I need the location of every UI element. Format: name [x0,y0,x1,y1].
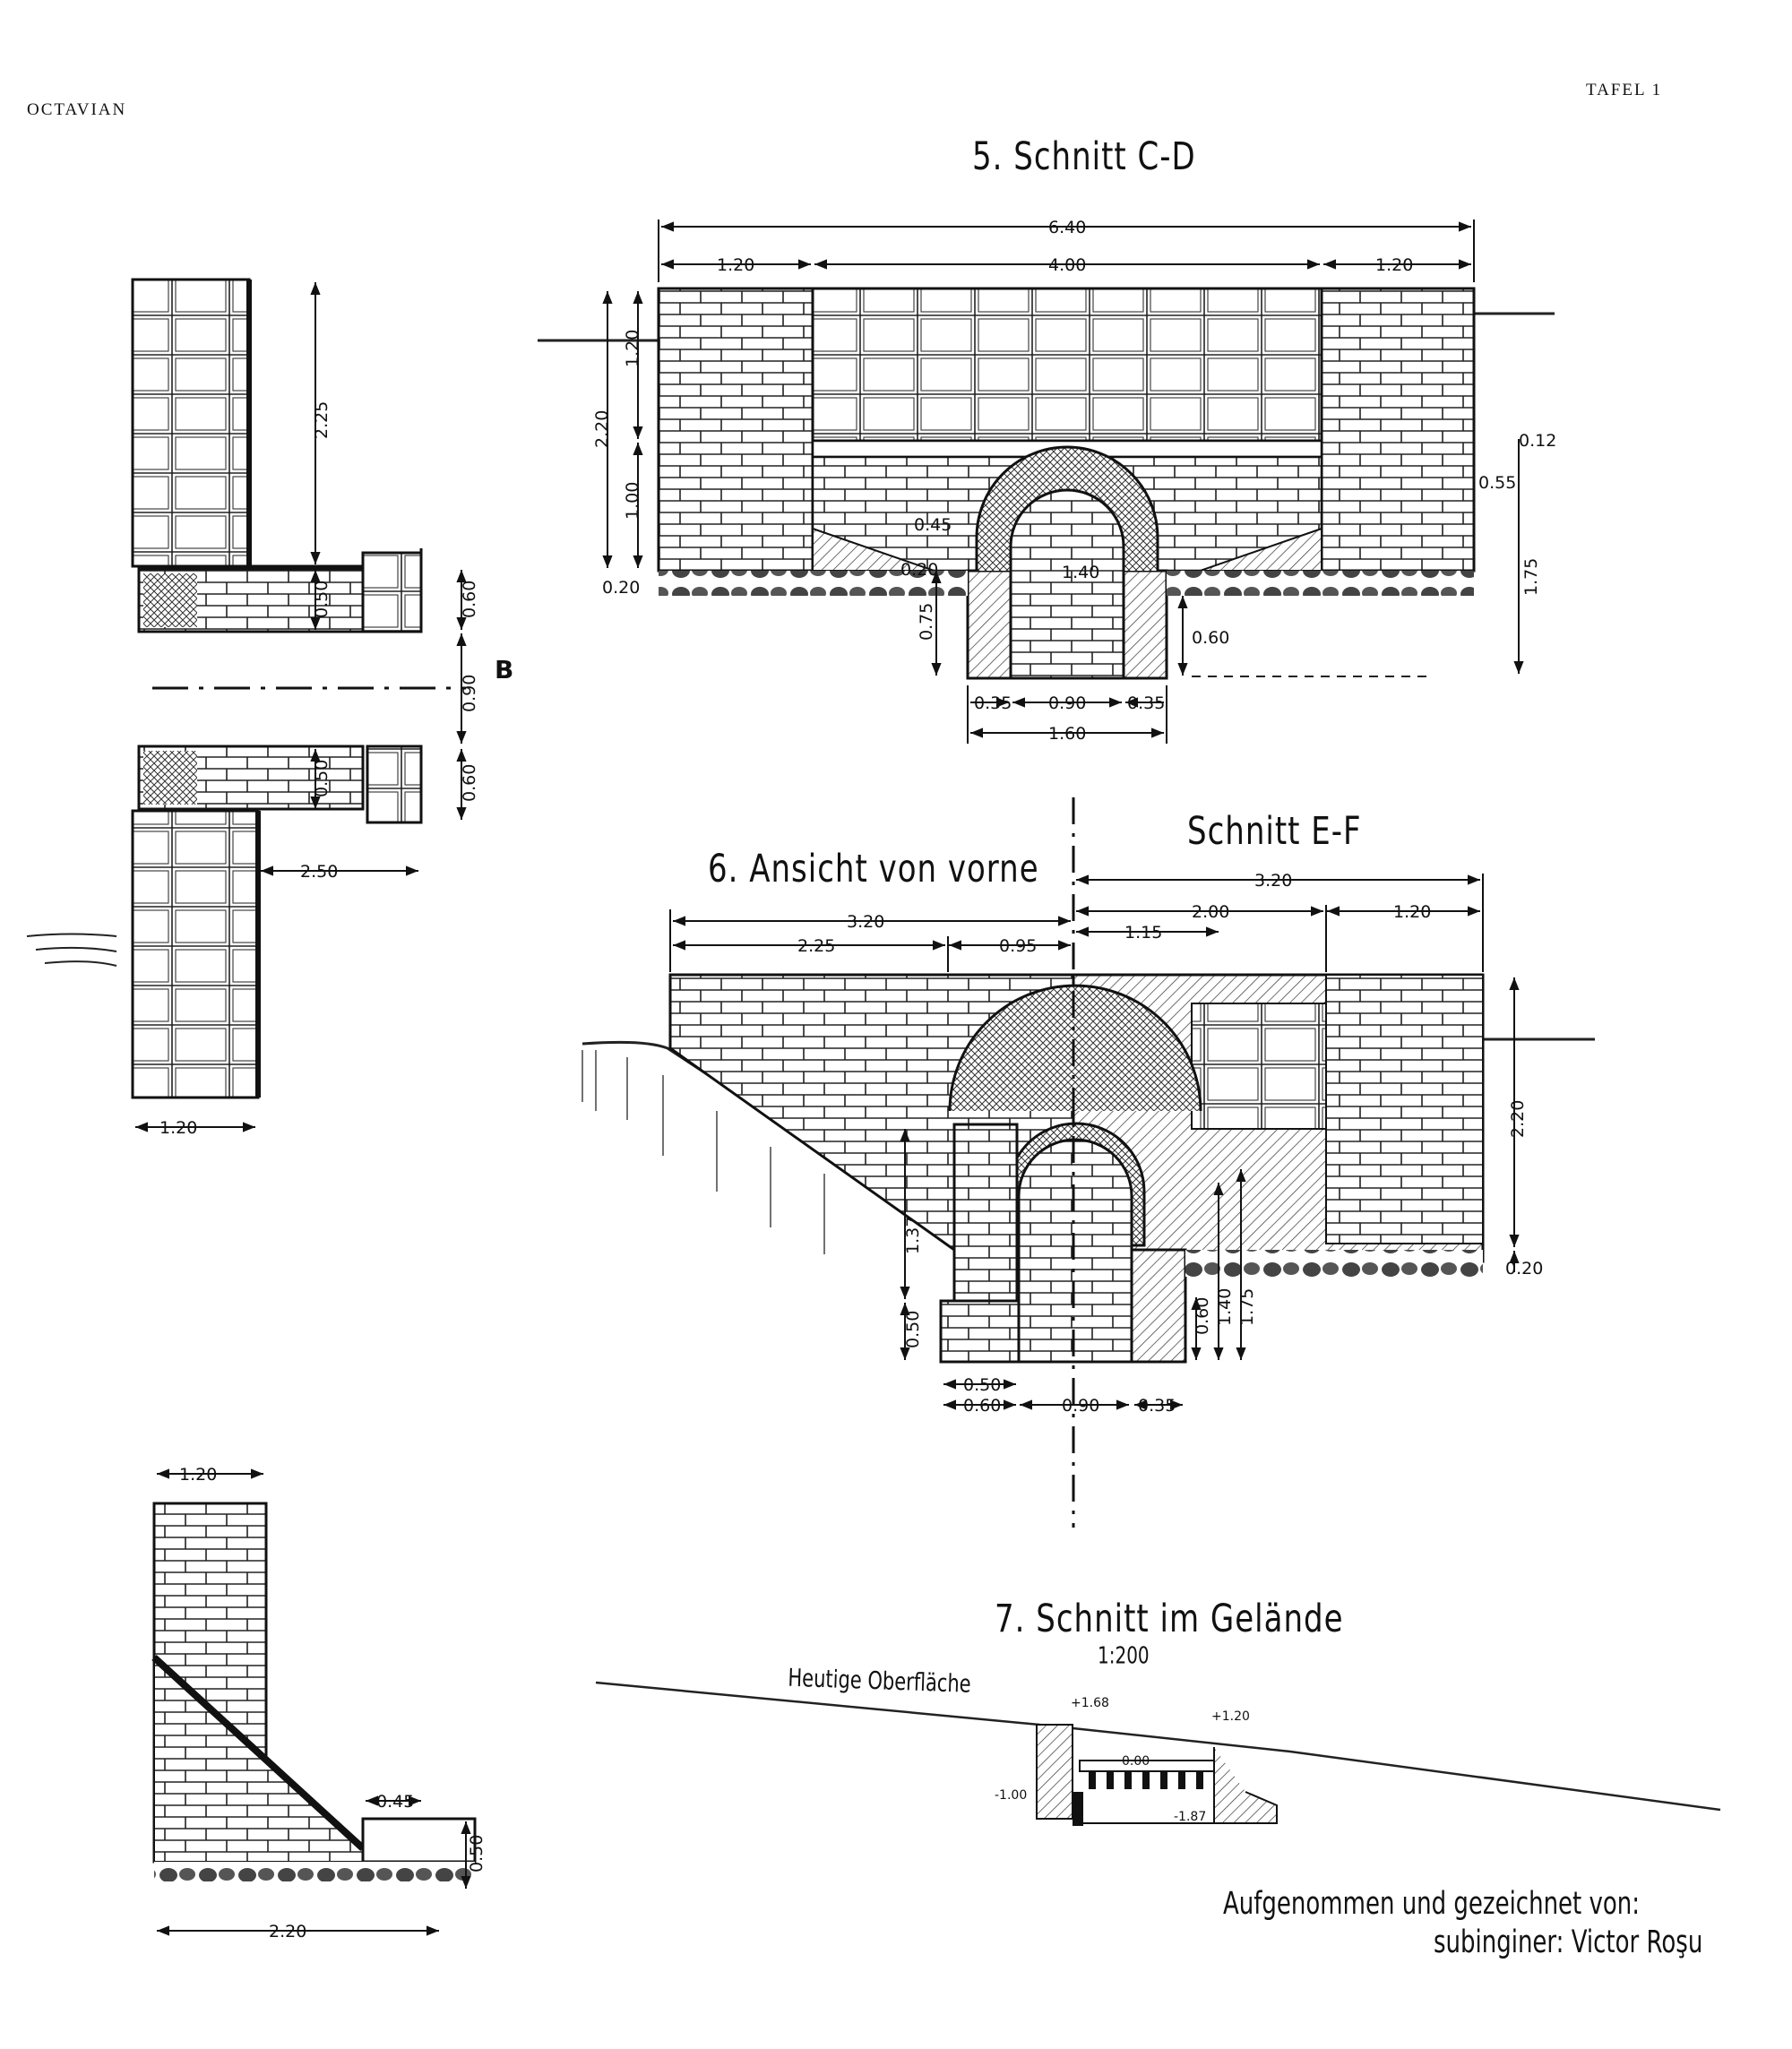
dim-plan-250: 2.50 [300,862,338,882]
section6-drawing: 3.20 2.25 0.95 3.20 2.00 1.20 1.15 2.20 … [582,797,1595,1528]
dim-6-right-c: 1.15 [1124,923,1162,943]
level-m187: -1.87 [1174,1810,1206,1824]
dim-5-ch-020: 0.20 [900,560,938,580]
dim-5-b-035b: 0.35 [1127,693,1165,713]
dim-ll-045: 0.45 [376,1792,414,1812]
dim-6-b-060: 0.60 [963,1396,1001,1416]
section6-cut-title: Schnitt E-F [1187,809,1362,854]
pier-left [657,287,814,573]
dim-plan-090: 0.90 [460,675,479,712]
dim-6-b-090: 0.90 [1062,1396,1099,1416]
dim-5-h-upper: 1.20 [623,330,642,367]
section7-title: 7. Schnitt im Gelände [995,1597,1344,1641]
dim-6-base-020: 0.20 [1505,1259,1543,1278]
dim-5-r-055: 0.55 [1478,473,1516,493]
dim-5-h-total: 2.20 [592,410,612,448]
dim-6-v-137: 1.37 [903,1217,923,1254]
dim-5-r-175: 1.75 [1521,558,1541,596]
dim-5-ch-140: 1.40 [1062,563,1099,582]
axis-label-b: B [495,655,513,684]
dim-6-left-a: 2.25 [797,936,835,956]
arch-upper [948,984,1202,1112]
dim-5-left: 1.20 [717,255,754,275]
section6-title: 6. Ansicht von vorne [708,847,1039,891]
dim-6-v-175: 1.75 [1237,1288,1257,1326]
upper-ashlar-course [811,287,1323,443]
dim-5-middle: 4.00 [1048,255,1086,275]
dim-5-ch-075: 0.75 [917,603,936,641]
dim-6-b-035: 0.35 [1138,1396,1176,1416]
dim-ll-050: 0.50 [467,1835,487,1873]
dim-plan-225: 2.25 [312,401,332,439]
dim-6-left-b: 0.95 [999,936,1037,956]
dim-5-total: 6.40 [1048,218,1086,237]
level-m100: -1.00 [995,1788,1027,1803]
dim-plan-120: 1.20 [159,1118,197,1138]
dim-5-base: 0.20 [602,578,640,598]
dim-5-r-012: 0.12 [1519,431,1556,451]
arch-opening [1009,488,1125,680]
dim-6-right-total: 3.20 [1254,871,1292,891]
dim-5-right: 1.20 [1375,255,1413,275]
section5-title: 5. Schnitt C-D [972,134,1196,179]
pier-right [1320,287,1476,573]
header-plate-number: TAFEL 1 [1586,81,1663,99]
dim-plan-060a: 0.60 [460,581,479,618]
dim-plan-060b: 0.60 [460,764,479,802]
plan-drawing: 2.25 0.50 0.60 0.90 0.50 0.60 2.50 1.20 … [26,278,513,1138]
dim-6-v-060: 0.60 [1193,1297,1212,1335]
dim-6-right-b: 1.20 [1393,902,1431,922]
dim-plan-050a: 0.50 [312,581,332,618]
dim-6-left-total: 3.20 [847,912,884,932]
dim-5-b-160: 1.60 [1048,724,1086,744]
dim-5-ch-045: 0.45 [914,515,952,535]
dim-5-b-035a: 0.35 [974,693,1012,713]
header-author: OCTAVIAN [27,100,127,119]
dim-5-ch-060: 0.60 [1192,628,1229,648]
dim-6-right-a: 2.00 [1192,902,1229,922]
section7-drawing: +1.68 +1.20 0.00 -1.00 -1.87 [595,1681,1721,1826]
dim-6-h-220: 2.20 [1508,1100,1528,1138]
dim-6-b-050: 0.50 [963,1375,1001,1395]
lower-left-drawing: 1.20 0.45 0.50 2.20 [151,1465,487,1941]
dim-5-h-lower: 1.00 [623,482,642,520]
dim-ll-bottom: 2.20 [269,1922,306,1941]
section7-scale: 1:200 [1098,1641,1150,1670]
dim-6-v-050: 0.50 [903,1311,923,1348]
arch-lower-opening [1017,1138,1133,1364]
dim-5-b-090: 0.90 [1048,693,1086,713]
credit-line-1: Aufgenommen und gezeichnet von: [1223,1886,1641,1923]
section5-drawing: 6.40 1.20 4.00 1.20 2.20 1.20 1.00 0.20 … [538,218,1556,744]
credit-line-2: subinginer: Victor Roşu [1434,1924,1703,1961]
dim-plan-050b: 0.50 [312,760,332,797]
level-120: +1.20 [1211,1709,1250,1724]
level-000: 0.00 [1122,1754,1150,1769]
dim-6-v-140: 1.40 [1215,1288,1235,1326]
level-168: +1.68 [1071,1696,1109,1710]
dim-ll-top: 1.20 [179,1465,217,1485]
